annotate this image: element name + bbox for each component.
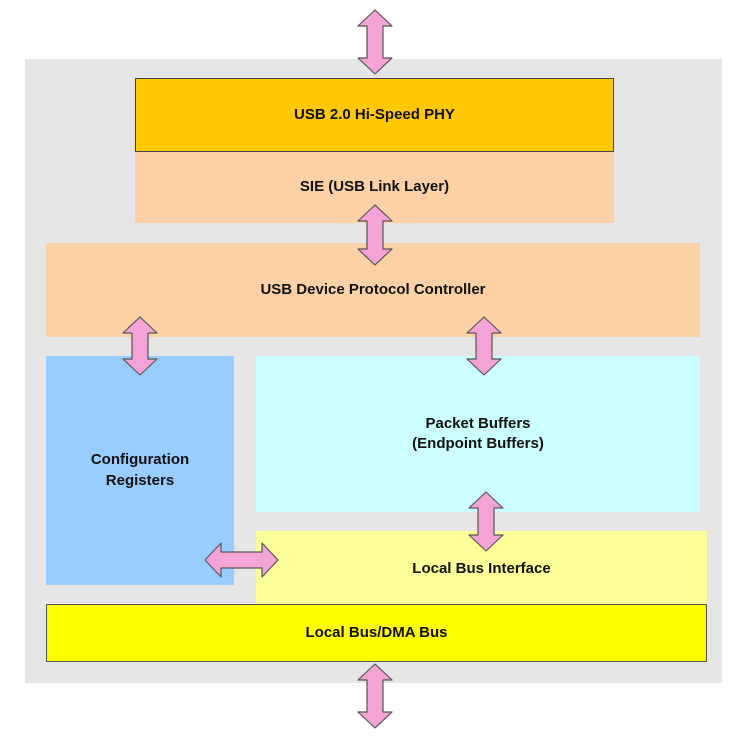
usb-phy-block: USB 2.0 Hi-Speed PHY — [135, 78, 614, 152]
sie-link-layer-block: SIE (USB Link Layer) — [135, 152, 614, 223]
packet-buffers-block: Packet Buffers (Endpoint Buffers) — [256, 356, 700, 512]
local-dma-bus-block: Local Bus/DMA Bus — [46, 604, 707, 662]
protocol-controller-block: USB Device Protocol Controller — [46, 243, 700, 337]
configuration-registers-block: Configuration Registers — [46, 356, 234, 585]
local-bus-interface-block: Local Bus Interface — [256, 531, 707, 604]
